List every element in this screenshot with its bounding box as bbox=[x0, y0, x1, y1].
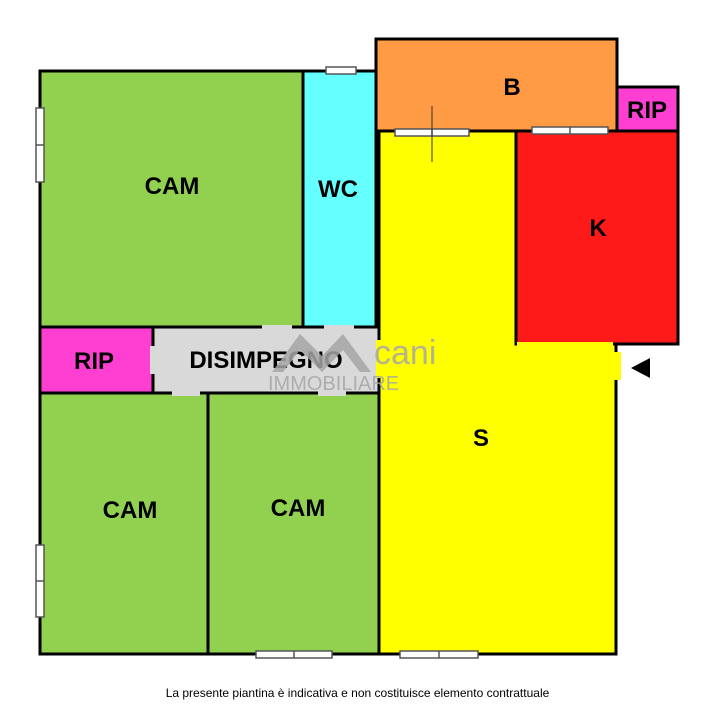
windows bbox=[35, 66, 609, 659]
room-cam-top-left bbox=[38, 69, 305, 329]
watermark-brand: cani bbox=[374, 334, 436, 372]
label-cam-bottom-mid: CAM bbox=[271, 495, 326, 522]
room-rip-left bbox=[38, 325, 155, 395]
watermark-subtitle: IMMOBILIARE bbox=[268, 373, 399, 395]
room-cam-bottom-mid bbox=[206, 391, 381, 656]
label-wc: WC bbox=[318, 176, 358, 203]
label-cam-top-left: CAM bbox=[145, 173, 200, 200]
label-bagno: B bbox=[503, 74, 520, 101]
room-bagno bbox=[374, 37, 619, 133]
label-kitchen: K bbox=[589, 215, 607, 242]
room-wc bbox=[301, 69, 378, 329]
watermark-logo: cani IMMOBILIARE bbox=[268, 334, 436, 395]
footer-disclaimer: La presente piantina è indicativa e non … bbox=[165, 686, 550, 700]
label-cam-bottom-left: CAM bbox=[103, 497, 158, 524]
door-openings bbox=[150, 325, 621, 396]
room-cam-bottom-left bbox=[38, 391, 210, 656]
entrance-arrow-icon bbox=[631, 358, 650, 378]
label-rip-left: RIP bbox=[74, 348, 114, 375]
label-rip-top-right: RIP bbox=[627, 97, 667, 124]
label-soggiorno: S bbox=[473, 425, 489, 452]
